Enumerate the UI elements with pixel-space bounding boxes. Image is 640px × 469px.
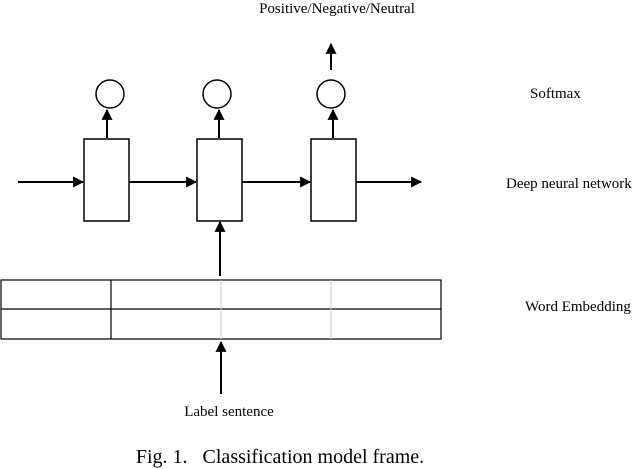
embedding-table — [0, 279, 442, 340]
softmax-node-1 — [95, 79, 125, 109]
embedding-layer-label: Word Embedding — [525, 299, 631, 315]
output-label: Positive/Negative/Neutral — [259, 1, 415, 17]
softmax-layer-label: Softmax — [530, 86, 581, 102]
network-layer-label: Deep neural network — [506, 176, 632, 192]
softmax-node-2 — [202, 79, 232, 109]
network-cell-3 — [310, 138, 357, 222]
softmax-node-3 — [316, 79, 346, 109]
input-label: Label sentence — [184, 404, 274, 420]
network-cell-1 — [83, 138, 130, 222]
network-cell-2 — [196, 138, 243, 222]
figure-caption: Fig. 1. Classification model frame. — [136, 446, 424, 468]
